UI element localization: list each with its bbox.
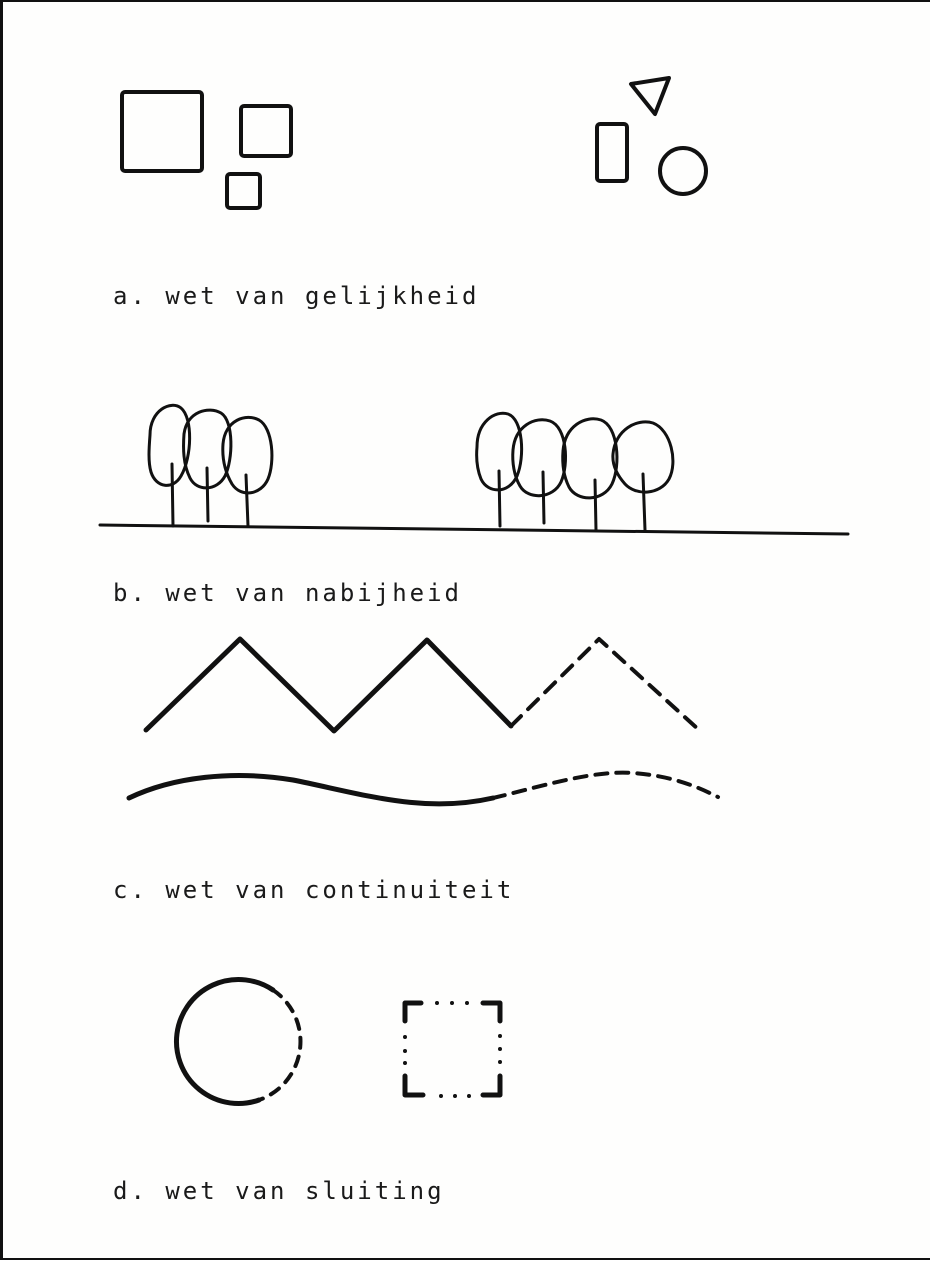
closure-square-corner-tr [483,1003,500,1021]
tall-rectangle [597,124,627,181]
large-square [122,92,202,171]
caption-continuity: c. wet van continuiteit [113,878,514,902]
closure-square-corner-bl [405,1076,423,1095]
similarity-group-mixed-shapes [597,78,706,194]
closure-square-dots [403,1001,502,1098]
closure-square-corner-br [483,1076,500,1095]
medium-square [241,106,291,156]
triangle-shape [631,78,669,114]
caption-similarity: a. wet van gelijkheid [113,284,479,308]
closure-square [405,1003,500,1095]
wave-solid-line [129,776,493,804]
tree-6 [563,419,617,530]
caption-proximity: b. wet van nabijheid [113,581,462,605]
similarity-group-squares [122,92,291,208]
wave-dashed-line [493,773,718,798]
zigzag-solid-line [146,639,511,731]
closure-circle-solid-arc [176,979,273,1103]
zigzag-dashed-line [511,639,699,730]
closure-square-corner-tl [405,1003,421,1021]
proximity-trees-left [149,405,272,526]
ground-line [100,525,848,534]
caption-closure: d. wet van sluiting [113,1179,445,1203]
circle-shape [660,148,706,194]
small-square [227,174,260,208]
gestalt-figure [3,2,930,1262]
closure-circle-dashed-arc [259,990,300,1100]
proximity-trees-right [477,413,673,530]
tree-1 [149,405,190,526]
tree-7 [613,422,673,530]
